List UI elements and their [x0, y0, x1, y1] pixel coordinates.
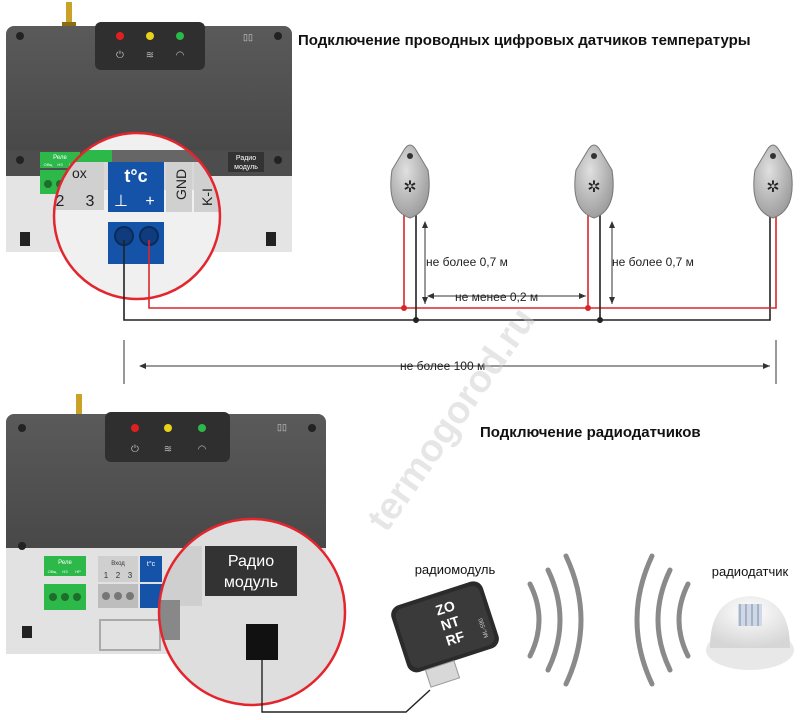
- led-wifi-bottom: [198, 424, 206, 432]
- svg-text:⊥: ⊥: [114, 193, 128, 210]
- svg-text:GND: GND: [173, 169, 189, 200]
- svg-text:1: 1: [104, 571, 109, 580]
- svg-text:2: 2: [56, 193, 65, 210]
- led-power-bottom: [131, 424, 139, 432]
- terminal-zoom-top: ox 2 3 t°c ⊥ + GND K-I: [52, 131, 222, 301]
- radio-module-socket: [246, 624, 278, 660]
- wired-temp-sensor: ✲: [574, 144, 614, 219]
- svg-text:NT: NT: [439, 612, 462, 633]
- watermark: termogorod.ru: [359, 300, 544, 539]
- svg-text:Радио: Радио: [228, 553, 274, 570]
- svg-text:RF: RF: [444, 628, 467, 649]
- led-heat: [146, 32, 154, 40]
- svg-text:ox: ox: [72, 165, 87, 181]
- svg-text:Радио: Радио: [236, 155, 256, 162]
- radio-sensor-label: радиодатчик: [712, 564, 789, 579]
- wifi-icon: ◠: [198, 444, 207, 455]
- svg-text:+: +: [145, 193, 154, 210]
- relay-block-top: [40, 152, 80, 168]
- radio-waves-icon: [527, 553, 691, 687]
- power-icon: ⏻: [131, 444, 139, 455]
- svg-text:K-I: K-I: [199, 188, 215, 206]
- svg-text:Общ: Общ: [44, 162, 53, 167]
- screw-icon: [274, 32, 282, 40]
- svg-text:3: 3: [128, 571, 133, 580]
- svg-text:модуль: модуль: [234, 164, 258, 171]
- dim-sensor-spacing-2: не более 0,7 м: [612, 255, 694, 269]
- screw-icon: [274, 156, 282, 164]
- screw-icon: [16, 32, 24, 40]
- dim-total-length: не более 100 м: [400, 359, 485, 373]
- heat-icon: ≋: [164, 444, 172, 455]
- svg-text:модуль: модуль: [224, 574, 278, 591]
- module-cable: [261, 660, 431, 713]
- svg-text:3: 3: [86, 193, 95, 210]
- antenna: [66, 2, 72, 28]
- temp-terminal-label: [108, 160, 164, 212]
- svg-text:НЗ: НЗ: [57, 162, 63, 167]
- wired-bus: [123, 212, 777, 323]
- svg-text:ZO: ZO: [433, 597, 457, 618]
- svg-text:НЗ: НЗ: [62, 569, 68, 574]
- led-panel: [95, 22, 205, 70]
- radio-module-label: радиомодуль: [415, 562, 496, 577]
- red-wire: [148, 212, 777, 309]
- led-wifi: [176, 32, 184, 40]
- relay-block-bottom: [44, 556, 86, 576]
- fan-icon: ✲: [587, 179, 600, 196]
- led-power: [116, 32, 124, 40]
- fan-icon: ✲: [403, 179, 416, 196]
- led-heat-bottom: [164, 424, 172, 432]
- radio-module-slot-top: [228, 152, 264, 172]
- power-icon: ⏻: [116, 50, 124, 61]
- wired-temp-sensor: ✲: [390, 144, 430, 219]
- wired-temp-sensor: ✲: [753, 144, 793, 219]
- radio-module-slot-label: [205, 546, 297, 596]
- svg-text:Реле: Реле: [58, 560, 72, 566]
- wired-section-title: Подключение проводных цифровых датчиков …: [298, 32, 751, 49]
- fan-icon: ✲: [766, 179, 779, 196]
- black-wire: [123, 212, 771, 321]
- input-block-bottom: [98, 556, 138, 582]
- dim-sensor-spacing-1: не более 0,7 м: [426, 255, 508, 269]
- svg-text:Вход: Вход: [111, 561, 125, 567]
- radio-section-title: Подключение радиодатчиков: [480, 424, 701, 441]
- svg-text:t°c: t°c: [124, 166, 147, 186]
- small-logo: ▯▯: [243, 32, 253, 42]
- svg-text:Реле: Реле: [53, 155, 67, 161]
- svg-text:2: 2: [116, 571, 121, 580]
- radio-sensor: [706, 596, 794, 670]
- svg-text:▯▯: ▯▯: [277, 422, 287, 432]
- dim-min-distance: не менее 0,2 м: [455, 290, 538, 304]
- heat-icon: ≋: [146, 50, 154, 61]
- wired-sensors: ✲ ✲ ✲: [390, 144, 793, 219]
- dimensions: [123, 221, 777, 384]
- screw-icon: [16, 156, 24, 164]
- radio-module-zoom: Радио модуль: [157, 517, 347, 707]
- radio-module-dongle: ZO NT RF ML-590: [391, 581, 499, 688]
- svg-text:Общ: Общ: [48, 569, 57, 574]
- svg-text:НР: НР: [75, 569, 81, 574]
- svg-text:t°c: t°c: [147, 560, 156, 568]
- wifi-icon: ◠: [176, 50, 185, 61]
